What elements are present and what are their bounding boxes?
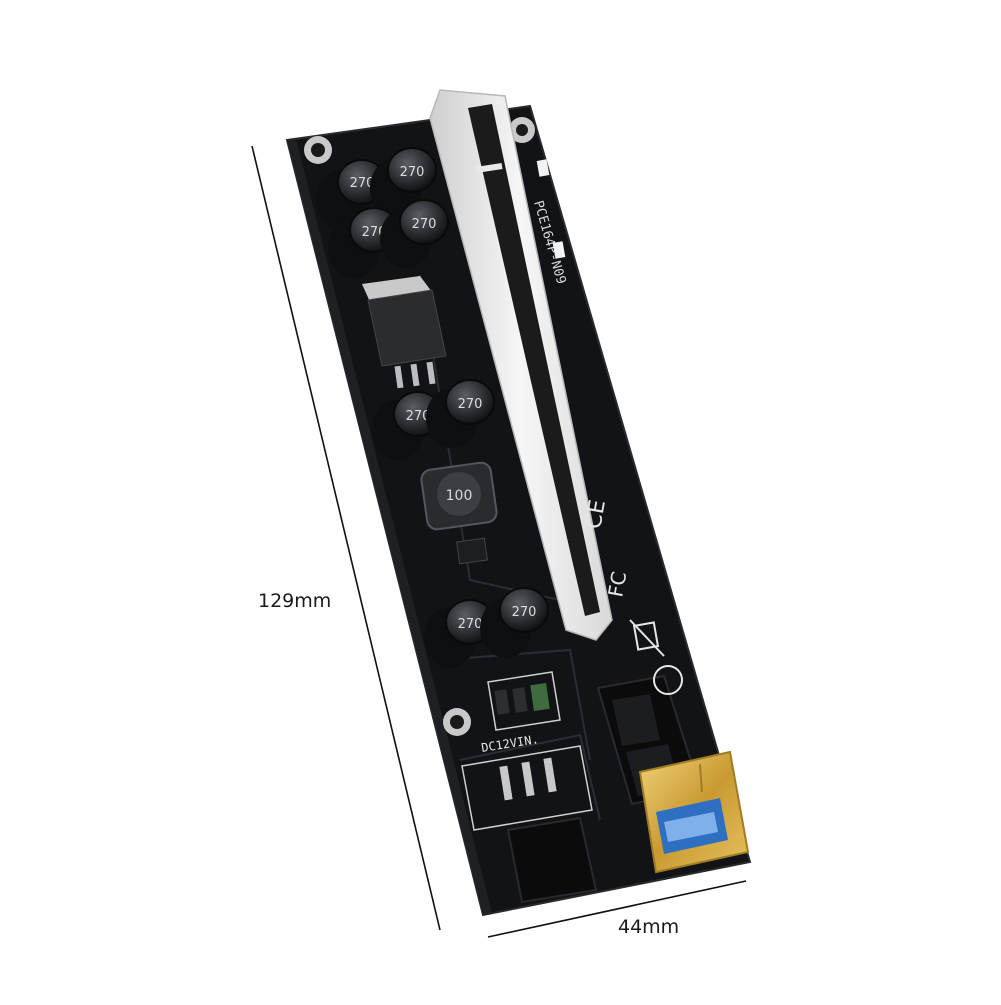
capacitor: 270: [316, 159, 387, 230]
ce-mark-icon: CE: [581, 498, 611, 531]
weee-bin-icon: [629, 619, 665, 657]
pcb-trace: [459, 733, 601, 821]
height-dimension-line: [251, 145, 441, 931]
capacitor: 270: [370, 147, 437, 218]
rohs-mark-icon: [653, 665, 683, 695]
bottom-connector: [506, 816, 598, 904]
height-dimension-label: 129mm: [258, 590, 332, 612]
capacitor: 270: [480, 587, 549, 658]
capacitor: 270: [424, 599, 495, 668]
svg-text:FC: FC: [603, 570, 631, 599]
svg-text:CE: CE: [581, 498, 611, 531]
mounting-hole: [443, 708, 471, 736]
pcie-slot-key: [475, 163, 503, 173]
capacitor-value-text: 270: [400, 165, 425, 180]
capacitor-value-text: 270: [406, 409, 431, 424]
fuse-block: [487, 671, 561, 731]
capacitor-value-text: 270: [458, 617, 483, 632]
width-dimension-line: [487, 880, 747, 938]
capacitor-value-text: 270: [458, 397, 483, 412]
ic-chip: [456, 537, 488, 565]
voltage-regulator: [362, 276, 447, 389]
pcie-slot-channel: [468, 104, 600, 616]
width-dimension-label: 44mm: [618, 916, 680, 938]
inductor: 100: [420, 461, 498, 531]
mounting-hole: [509, 117, 535, 143]
capacitor-value-text: 270: [412, 217, 437, 232]
pcb-trace: [439, 648, 591, 761]
capacitor-value-text: 270: [350, 176, 375, 191]
usb3-port: [638, 750, 750, 874]
led: [536, 159, 550, 177]
pcb-edge: [287, 139, 492, 915]
capacitor: 270: [426, 379, 495, 448]
led: [552, 241, 566, 259]
dc12v-connector: [461, 745, 593, 831]
capacitor: 270: [380, 199, 449, 268]
capacitor-value-text: 270: [512, 605, 537, 620]
mounting-hole: [304, 136, 332, 164]
inductor-value-text: 100: [446, 488, 473, 504]
fcc-mark-icon: FC: [603, 570, 631, 599]
